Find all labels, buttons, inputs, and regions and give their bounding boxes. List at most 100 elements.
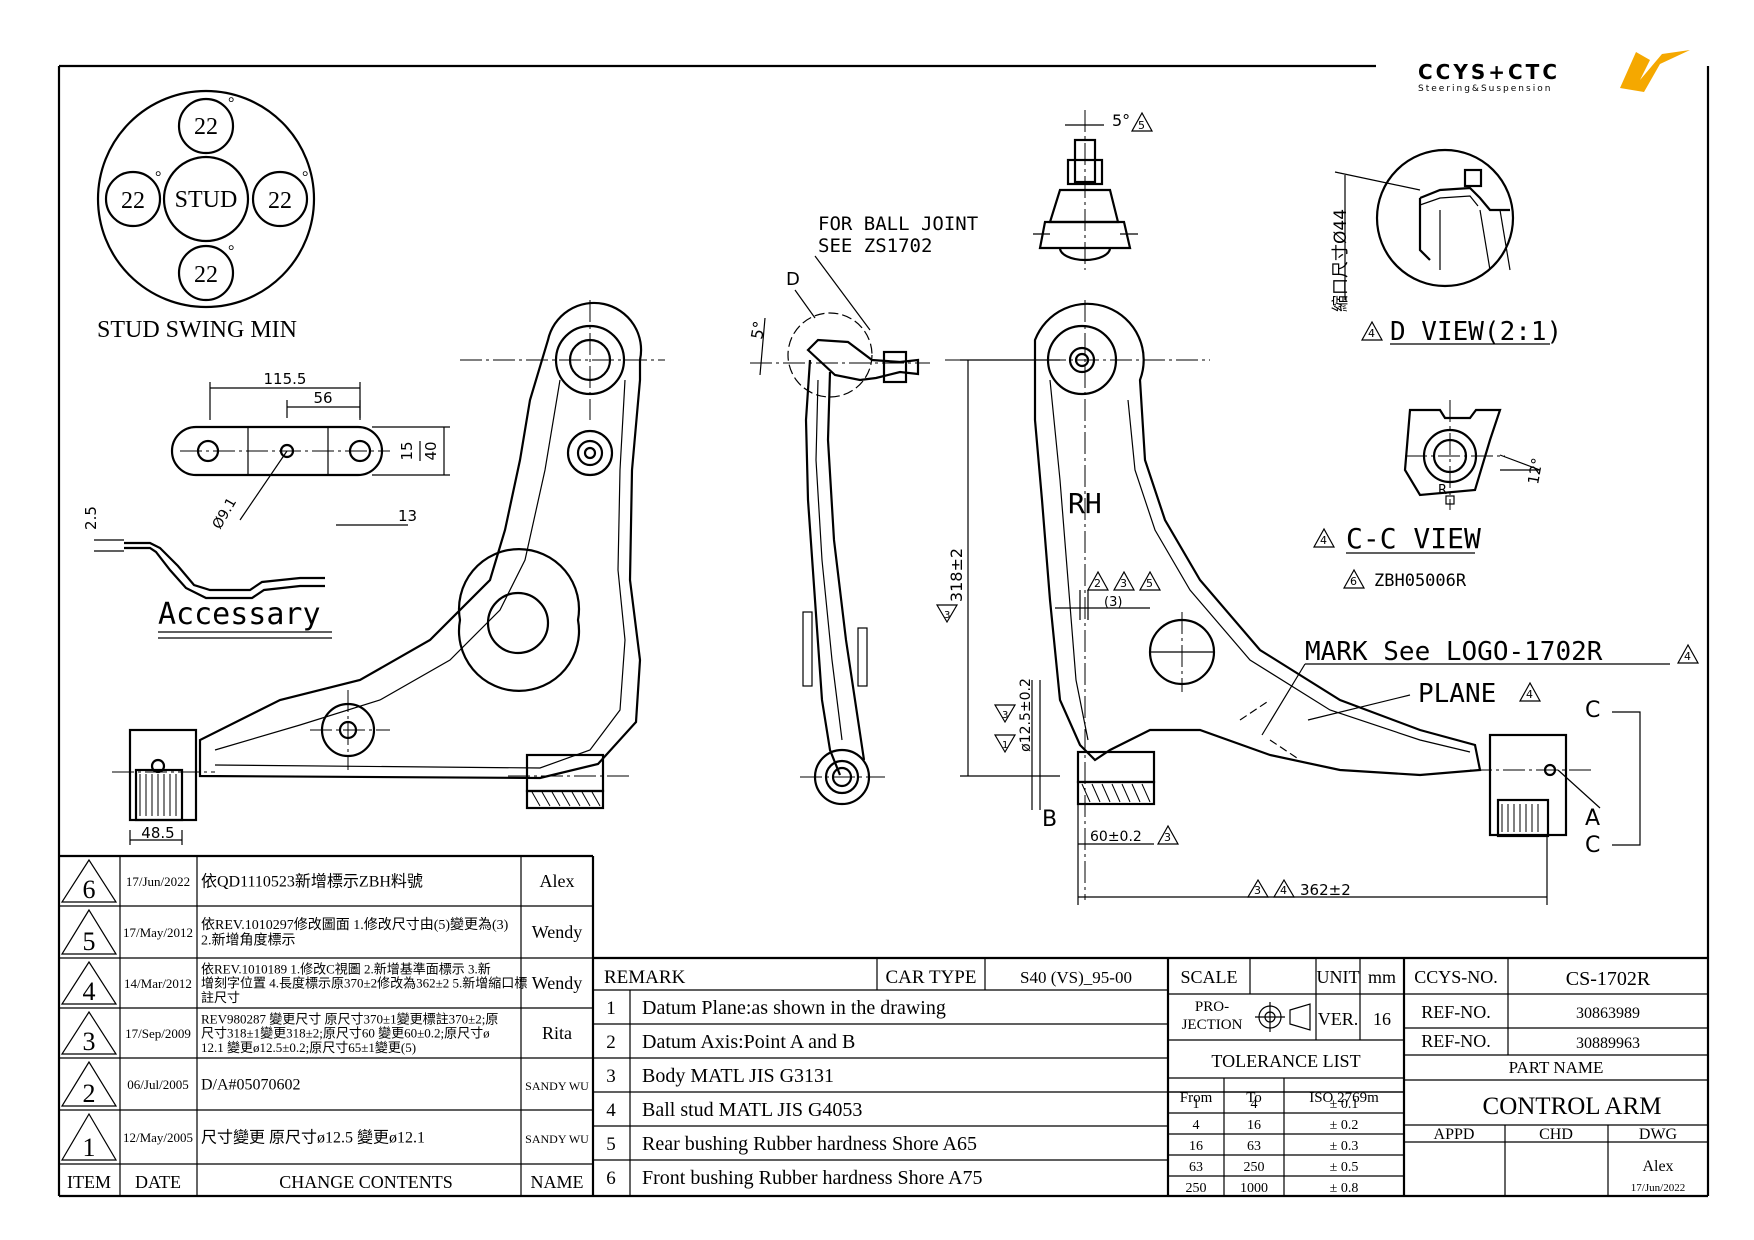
rev-triangle-label: 4 (1684, 650, 1691, 663)
revision-content: 依REV.1010297修改圖面 1.修改尺寸由(5)變更為(3) (201, 917, 509, 933)
remark-number: 2 (606, 1032, 616, 1053)
ref-no-value-1: 30863989 (1576, 1005, 1640, 1022)
tol-from: 63 (1189, 1160, 1203, 1175)
tol-to: 250 (1244, 1160, 1265, 1175)
label-c-top: C (1585, 698, 1600, 723)
part-name-label: PART NAME (1509, 1058, 1604, 1077)
car-type-value: S40 (VS)_95-00 (1020, 968, 1132, 987)
rev-triangle-label: 2 (1094, 577, 1101, 590)
logo-tagline: Steering&Suspension (1418, 84, 1552, 94)
stud-top-value: 22 (194, 114, 218, 140)
revision-content: REV980287 變更尺寸 原尺寸370±1變更標註370±2;原 (201, 1011, 498, 1026)
projection-label-line2: JECTION (1182, 1017, 1243, 1033)
ver-value: 16 (1373, 1009, 1391, 1029)
dim-13: 13 (398, 507, 417, 525)
dim-hole: Ø9.1 (210, 495, 241, 532)
revision-item: 2 (83, 1079, 96, 1108)
tol-to: 63 (1247, 1139, 1261, 1154)
logo-brand: CCYS+CTC (1418, 60, 1560, 84)
revision-item: 5 (83, 927, 96, 956)
car-type-label: CAR TYPE (886, 967, 977, 988)
company-logo: CCYS+CTC Steering&Suspension (1418, 50, 1690, 94)
stud-swing-caption: STUD SWING MIN (97, 317, 297, 343)
control-arm-main-view: RH 318±2 3 (3) 2 (935, 300, 1700, 905)
revision-date: 12/May/2005 (123, 1130, 193, 1145)
revision-item: 3 (83, 1027, 96, 1056)
mark-note: MARK See LOGO-1702R (1305, 637, 1603, 667)
rev-header-content: CHANGE CONTENTS (279, 1172, 453, 1192)
degree-mark: ° (155, 169, 161, 186)
remark-number: 3 (606, 1066, 616, 1087)
rev-triangle-label: 3 (1120, 577, 1127, 590)
dim-3: (3) (1104, 595, 1122, 610)
angle-side: 5° (747, 319, 769, 340)
label-c-bottom: C (1585, 833, 1600, 858)
revision-name: SANDY WU (525, 1132, 589, 1146)
revision-name: Alex (540, 871, 575, 891)
degree-mark: ° (228, 95, 234, 112)
rev-header-item: ITEM (67, 1172, 111, 1192)
part-name-value: CONTROL ARM (1483, 1093, 1662, 1120)
rev-triangle-label: 4 (1320, 534, 1327, 547)
rh-label: RH (1068, 487, 1102, 520)
revision-content: 依REV.1010189 1.修改C視圖 2.新增基準面標示 3.新 (201, 961, 491, 976)
rev-triangle-label: 5 (1138, 119, 1145, 132)
dwg-label: DWG (1639, 1126, 1678, 1143)
revision-item: 4 (83, 977, 96, 1006)
revision-triangle-icon (60, 908, 118, 955)
dim-318: 318±2 (947, 548, 966, 602)
remark-number: 5 (606, 1134, 616, 1155)
revision-content: 增刻字位置 4.長度標示原370±2修改為362±2 5.新增縮口標 (201, 976, 527, 991)
revision-triangle-icon (60, 1060, 118, 1107)
ccys-no-value: CS-1702R (1566, 968, 1651, 990)
tol-to: 16 (1247, 1118, 1261, 1133)
remark-text: Body MATL JIS G3131 (642, 1065, 834, 1087)
unit-label: UNIT (1317, 967, 1360, 987)
revision-content: 尺寸變更 原尺寸ø12.5 變更ø12.1 (201, 1129, 425, 1147)
title-block: SCALE UNIT mm PRO- JECTION VER. 16 TOLER… (1168, 958, 1708, 1196)
revision-name: SANDY WU (525, 1079, 589, 1093)
dim-362: 362±2 (1300, 881, 1351, 899)
tol-to: 1000 (1240, 1181, 1268, 1196)
dim-40: 40 (422, 441, 440, 460)
scale-label: SCALE (1180, 967, 1237, 987)
revision-content: D/A#05070602 (201, 1077, 301, 1094)
tol-iso-label: ISO 2769m (1309, 1090, 1379, 1106)
tolerance-title: TOLERANCE LIST (1211, 1051, 1360, 1071)
revision-triangle-icon (60, 960, 118, 1005)
rev-triangle-label: 3 (944, 610, 950, 621)
rev-header-name: NAME (531, 1172, 584, 1192)
remark-number: 1 (606, 998, 616, 1019)
stud-bottom-value: 22 (194, 262, 218, 288)
remark-text: Front bushing Rubber hardness Shore A75 (642, 1167, 983, 1189)
ref-no-label-2: REF-NO. (1421, 1031, 1491, 1051)
cc-angle: 12° (1524, 456, 1546, 485)
label-b: B (1042, 807, 1057, 832)
tol-from: 250 (1186, 1181, 1207, 1196)
revision-triangle-icon (60, 1010, 118, 1055)
stud-left-value: 22 (121, 188, 145, 214)
unit-value: mm (1368, 967, 1396, 987)
angle-top: 5° (1112, 111, 1130, 130)
revision-date: 17/Jun/2022 (126, 874, 190, 889)
tol-value: ± 0.8 (1330, 1181, 1359, 1196)
projection-label-line1: PRO- (1195, 999, 1229, 1015)
d-view-dim: 縮口尺寸Ø44 (1331, 209, 1351, 312)
revision-name: Wendy (532, 973, 583, 993)
cc-view-ref: ZBH05006R (1374, 571, 1467, 591)
tol-to-label: To (1246, 1090, 1262, 1106)
label-d: D (786, 269, 800, 290)
revision-content: 依QD1110523新增標示ZBH料號 (201, 873, 423, 891)
dim-25: 2.5 (82, 506, 100, 530)
dim-15: 15 (398, 441, 416, 460)
d-view-detail: 縮口尺寸Ø44 4 D VIEW(2:1) (1331, 148, 1562, 347)
logo-swoosh-icon (1620, 50, 1690, 92)
rev-triangle-label: 6 (1350, 575, 1357, 588)
tol-from: 4 (1193, 1118, 1200, 1133)
dim-60: 60±0.2 (1090, 829, 1142, 845)
ref-no-value-2: 30889963 (1576, 1035, 1640, 1052)
cc-view-detail: R 12° 4 C-C VIEW 6 ZBH05006R (1312, 400, 1547, 591)
rev-triangle-label: 3 (1002, 710, 1008, 721)
